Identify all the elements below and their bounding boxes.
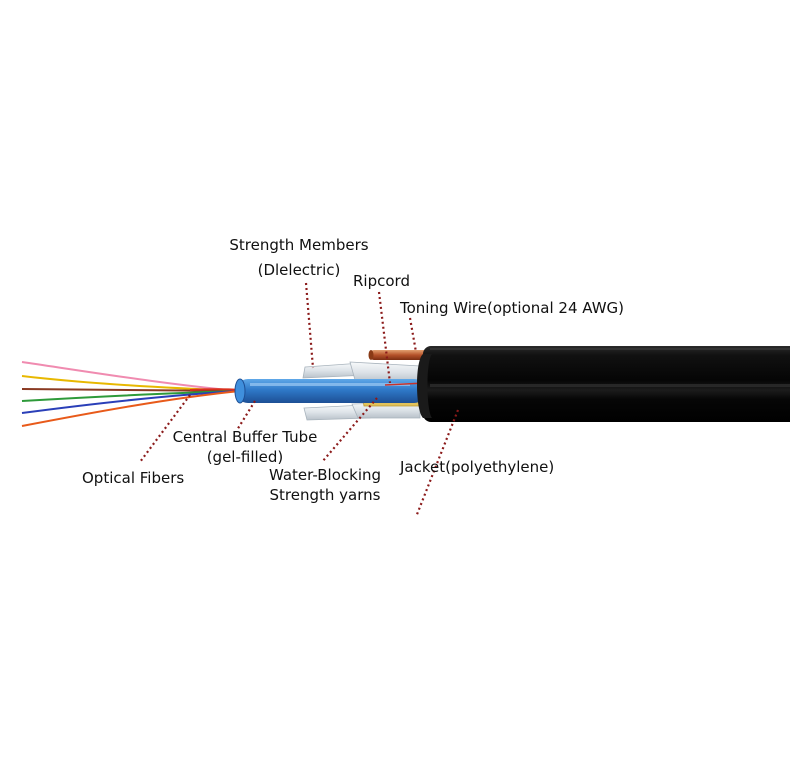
leader-lines xyxy=(139,282,460,518)
central-buffer-tube-label: Central Buffer Tube (gel-filled) xyxy=(170,427,320,467)
central-buffer-tube-line2: (gel-filled) xyxy=(206,448,284,466)
jacket-label: Jacket(polyethylene) xyxy=(400,458,555,476)
leader-water-blocking xyxy=(321,397,378,463)
leader-ripcord xyxy=(377,291,392,384)
ripcord-label: Ripcord xyxy=(353,272,410,290)
leader-optical-fibers xyxy=(139,394,191,463)
water-blocking-label: Water-Blocking Strength yarns xyxy=(258,465,392,505)
strength-members-label: Strength Members (Dlelectric) xyxy=(218,235,380,280)
strength-members-line1: Strength Members xyxy=(229,236,369,254)
optical-fibers-label: Optical Fibers xyxy=(82,469,185,487)
fiber-red-end xyxy=(189,388,241,391)
leader-jacket xyxy=(414,409,460,518)
water-blocking-line2: Strength yarns xyxy=(269,486,381,504)
fiber-orange xyxy=(21,390,241,427)
central-buffer-tube-line1: Central Buffer Tube xyxy=(172,428,318,446)
central-buffer-tube xyxy=(234,378,426,404)
fiber-brown xyxy=(21,388,241,392)
jacket xyxy=(417,346,790,422)
leader-buffer-tube xyxy=(236,400,256,431)
leader-strength-members xyxy=(304,282,315,369)
strength-members-line2: (Dlelectric) xyxy=(257,261,341,279)
toning-wire-label: Toning Wire(optional 24 AWG) xyxy=(400,299,625,317)
water-blocking-line1: Water-Blocking xyxy=(268,466,382,484)
fiber-pink xyxy=(21,361,241,392)
toning-wire xyxy=(368,350,428,360)
fiber-blue xyxy=(21,390,241,414)
leader-toning-wire xyxy=(408,317,418,353)
optical-fibers xyxy=(21,361,241,427)
